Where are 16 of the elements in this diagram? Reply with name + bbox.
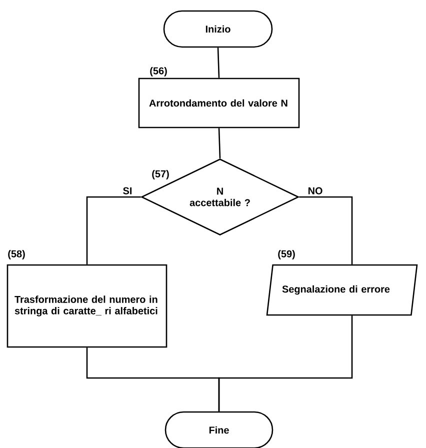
edge-label: SI: [123, 187, 132, 194]
connector-line: [86, 196, 141, 264]
connector-line: [217, 48, 220, 78]
step-number: (56): [150, 67, 167, 76]
process-box: Trasformazione del numero in stringa di caratte_ ri alfabetici: [6, 264, 168, 348]
step-number: (57): [152, 170, 169, 180]
terminal-box: Inizio: [163, 10, 273, 48]
terminal-box: Fine: [164, 411, 274, 448]
process-box: Arrotondamento del valore N: [138, 78, 300, 128]
step-number: (58): [8, 250, 25, 260]
connector-line: [218, 128, 221, 158]
connector-line: [218, 316, 353, 412]
edge-label: NO: [308, 187, 322, 194]
step-number: (59): [278, 250, 295, 260]
input-output-box: Segnalazione di errore: [266, 264, 418, 316]
connector-line: [299, 196, 353, 264]
